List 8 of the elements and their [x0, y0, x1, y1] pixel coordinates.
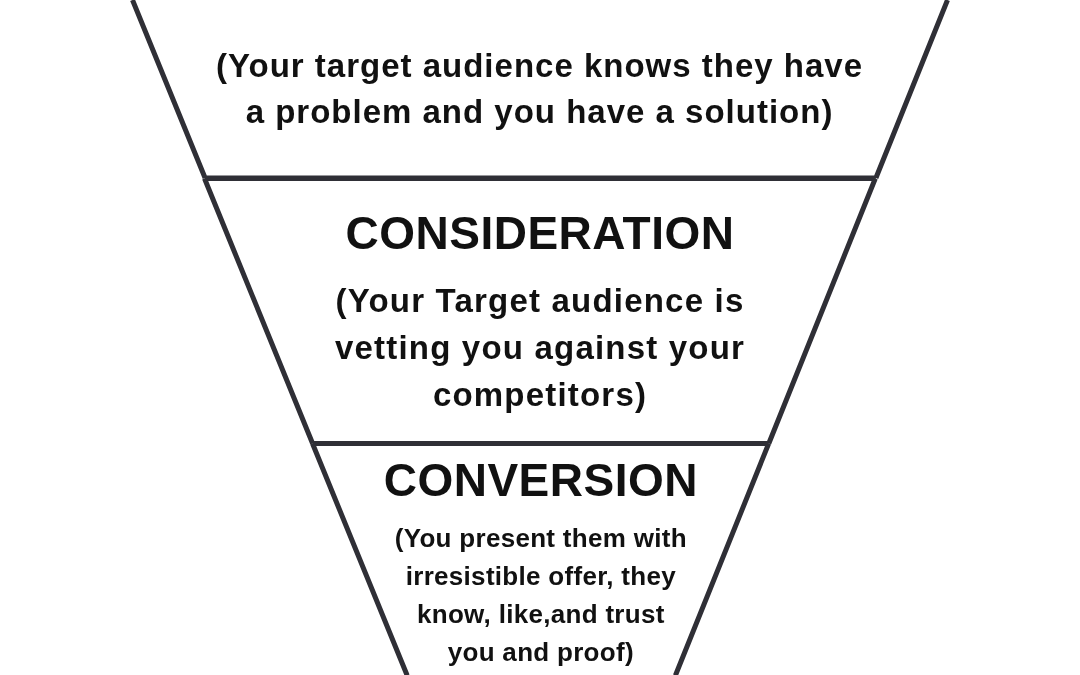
stage-description: (You present them with irresistible offer, they know, like,and trust you and proof) — [393, 521, 688, 669]
stage-title: CONVERSION — [382, 453, 699, 506]
funnel-stage — [201, 175, 879, 446]
funnel-stage — [128, 0, 951, 181]
stage-description: (Your target audience knows they have a problem and you have a solution) — [214, 46, 865, 132]
funnel-stage — [309, 440, 773, 675]
stage-title: CONSIDERATION — [344, 206, 736, 259]
stage-description: (Your Target audience is vetting you against your competitors) — [333, 280, 747, 415]
